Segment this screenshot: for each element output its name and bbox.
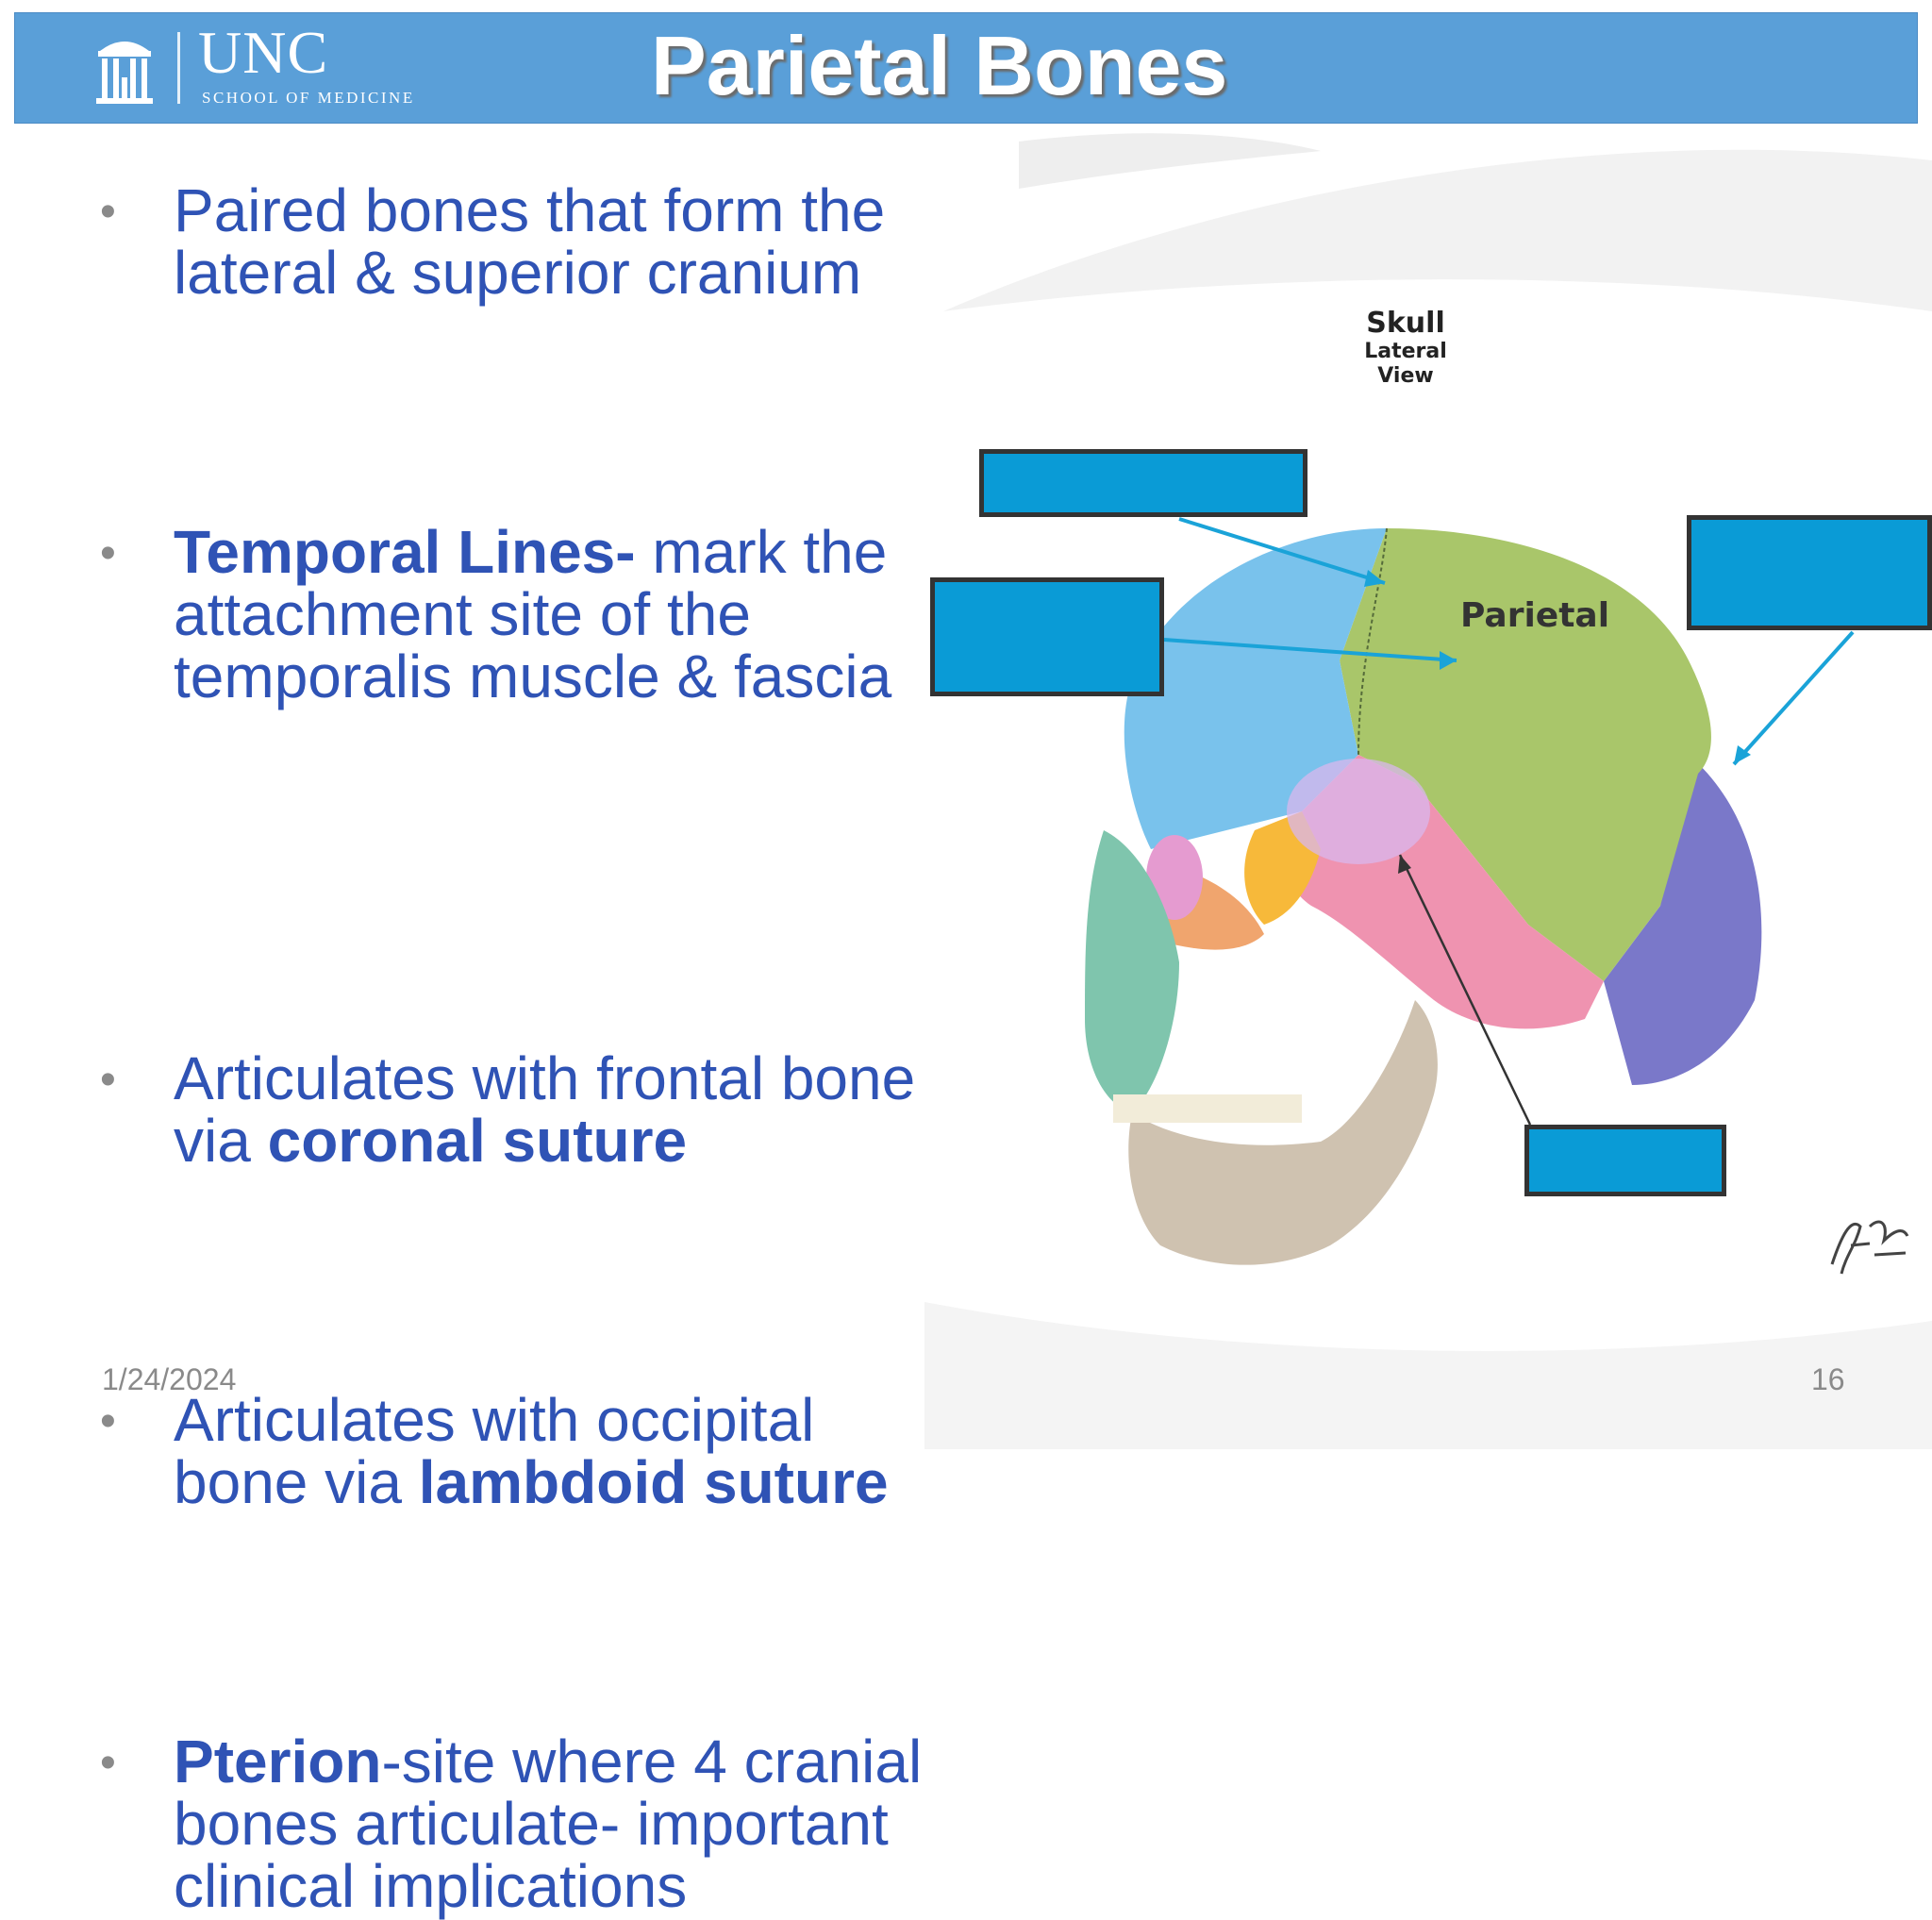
artist-signature-icon <box>1830 1220 1909 1275</box>
skull-illustration <box>1085 517 1855 1265</box>
label-box-lambdoid <box>1687 515 1932 630</box>
bullet-dot-icon: • <box>100 1055 116 1105</box>
background-swoosh <box>924 133 1932 1449</box>
figure-title: Skull Lateral View <box>1349 308 1462 389</box>
unc-logo: UNC SCHOOL OF MEDICINE <box>79 19 475 113</box>
label-box-pterion <box>1524 1125 1726 1196</box>
logo-subtitle: SCHOOL OF MEDICINE <box>202 89 415 107</box>
bullet-text: Articulates with frontal bone via <box>174 1044 916 1175</box>
header-bar <box>14 12 1918 124</box>
page-number: 16 <box>1811 1362 1845 1396</box>
bullet-list: • Paired bones that form the lateral & s… <box>94 179 962 1917</box>
bullet-dot-icon: • <box>100 187 116 237</box>
bullet-bold-text: Temporal Lines- <box>174 518 636 586</box>
bullet-text: mark the attachment site of the temporal… <box>174 518 892 710</box>
logo-wordmark: UNC <box>198 19 329 86</box>
bullet-item: • Temporal Lines- mark the attachment si… <box>94 521 962 708</box>
label-box-temporal-lines <box>930 577 1164 696</box>
bullet-text: Paired bones that form the lateral & sup… <box>174 176 886 307</box>
bullet-dot-icon: • <box>100 1396 116 1446</box>
figure-title-main: Skull <box>1366 307 1445 340</box>
bullet-item: • Pterion-site where 4 cranial bones art… <box>94 1730 962 1917</box>
bullet-item: • Paired bones that form the lateral & s… <box>94 179 962 304</box>
bullet-bold-text: lambdoid suture <box>418 1448 889 1516</box>
logo-divider <box>177 32 180 104</box>
bullet-item: • Articulates with occipital bone via la… <box>94 1389 962 1513</box>
slide-title: Parietal Bones <box>651 19 1228 112</box>
bullet-bold-text: coronal suture <box>267 1107 688 1175</box>
old-well-icon <box>96 42 153 104</box>
parietal-label: Parietal <box>1460 596 1610 635</box>
bullet-item: • Articulates with frontal bone via coro… <box>94 1047 962 1172</box>
footer-date: 1/24/2024 <box>102 1362 237 1396</box>
bullet-bold-text: Pterion <box>174 1728 382 1795</box>
label-box-coronal <box>979 449 1307 517</box>
figure-subtitle: Lateral View <box>1364 340 1447 388</box>
bullet-dot-icon: • <box>100 528 116 578</box>
bullet-dot-icon: • <box>100 1738 116 1788</box>
